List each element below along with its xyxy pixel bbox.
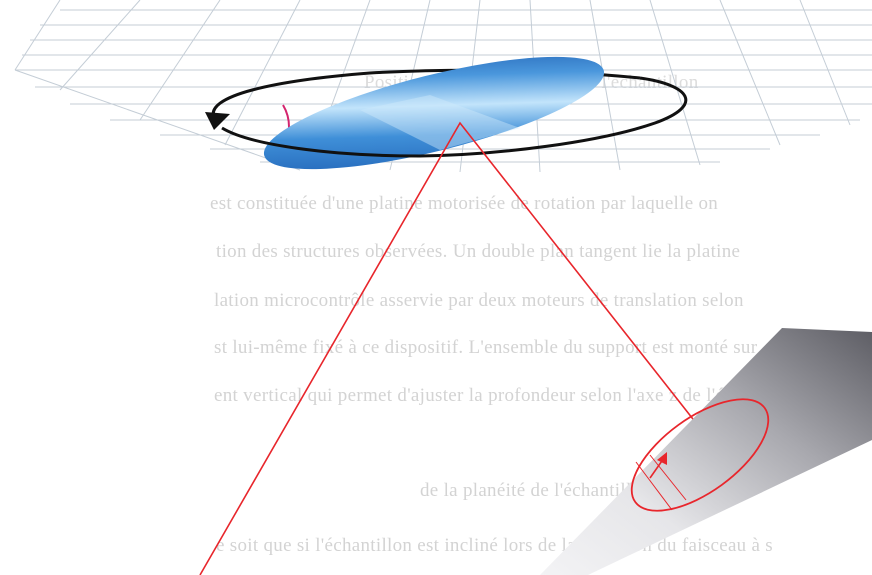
rotation-arrow-front <box>221 76 688 158</box>
disc-highlight-fold <box>360 95 520 150</box>
paragraph-line-5: ent vertical qui permet d'ajuster la pro… <box>214 385 733 406</box>
paragraph-line-3: lation microcontrôle asservie par deux m… <box>214 290 744 311</box>
plate-arrowhead-icon <box>657 452 667 465</box>
paragraph-line-1: est constituée d'une platine motorisée d… <box>210 193 719 214</box>
reflection-spot-ellipse <box>630 398 770 512</box>
paragraph-line-2: tion des structures observées. Un double… <box>216 241 741 262</box>
plate-normal-line-a <box>635 461 673 511</box>
sample-disc <box>263 56 605 170</box>
tilted-sample-plate <box>540 328 872 575</box>
plate-normal-line-b <box>649 454 687 501</box>
section-heading: de la planéité de l'échantillon. <box>420 480 657 501</box>
rotation-arrowhead-icon <box>205 112 230 130</box>
laser-beam <box>199 121 701 575</box>
paragraph-line-4: st lui-même fixé à ce dispositif. L'ense… <box>214 337 758 358</box>
